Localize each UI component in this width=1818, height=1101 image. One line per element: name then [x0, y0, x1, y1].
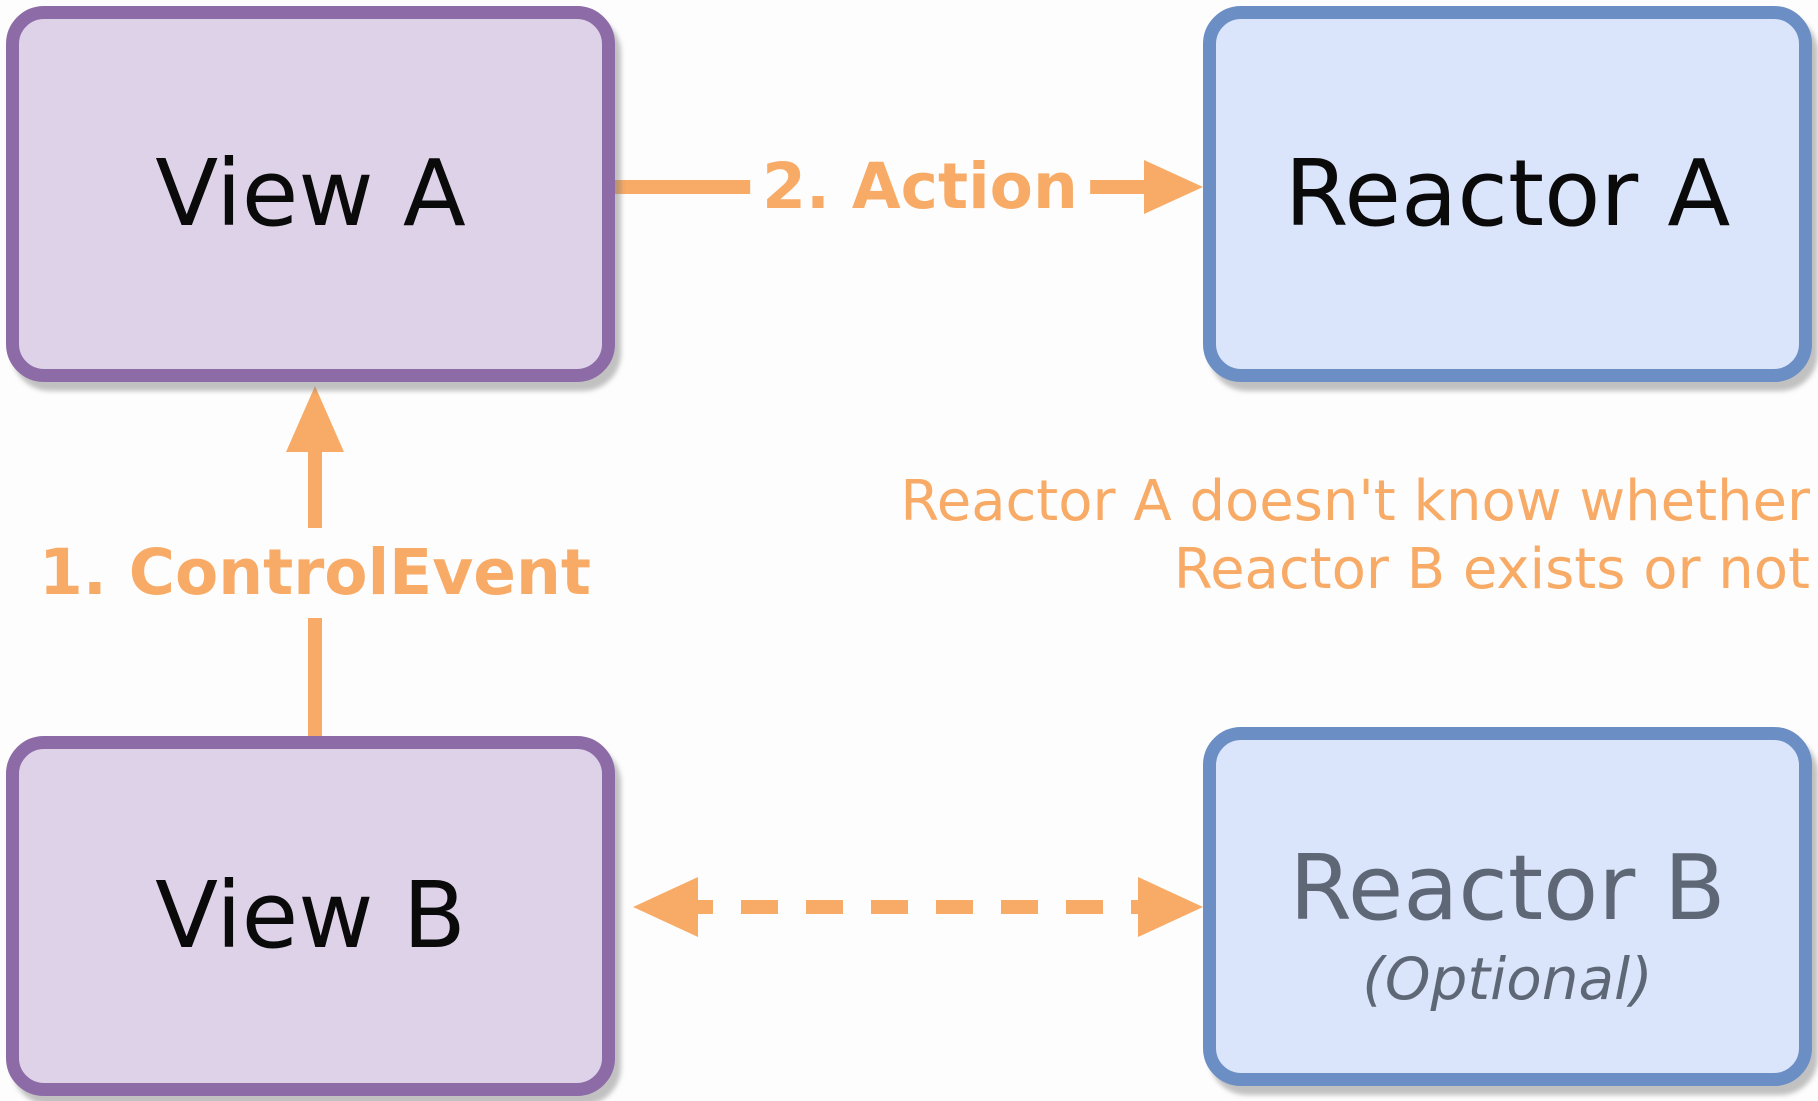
note-text: Reactor A doesn't know whether Reactor B… [900, 468, 1810, 604]
node-reactor-b-sublabel: (Optional) [1362, 945, 1653, 1013]
node-reactor-a-label: Reactor A [1284, 139, 1731, 247]
node-view-a-label: View A [155, 139, 466, 247]
note-line-2: Reactor B exists or not [1173, 537, 1810, 602]
node-reactor-b-label: Reactor B [1289, 836, 1726, 941]
node-reactor-a: Reactor A [1203, 6, 1812, 382]
node-view-b-label: View B [155, 861, 466, 969]
node-view-a: View A [6, 6, 615, 382]
optional-dashed-arrow-icon [633, 877, 1203, 937]
control-event-edge-label: 1. ControlEvent [35, 528, 595, 618]
node-reactor-b: Reactor B (Optional) [1203, 727, 1812, 1086]
action-edge-label: 2. Action [750, 152, 1090, 222]
node-view-b: View B [6, 736, 615, 1096]
note-line-1: Reactor A doesn't know whether [900, 469, 1810, 534]
